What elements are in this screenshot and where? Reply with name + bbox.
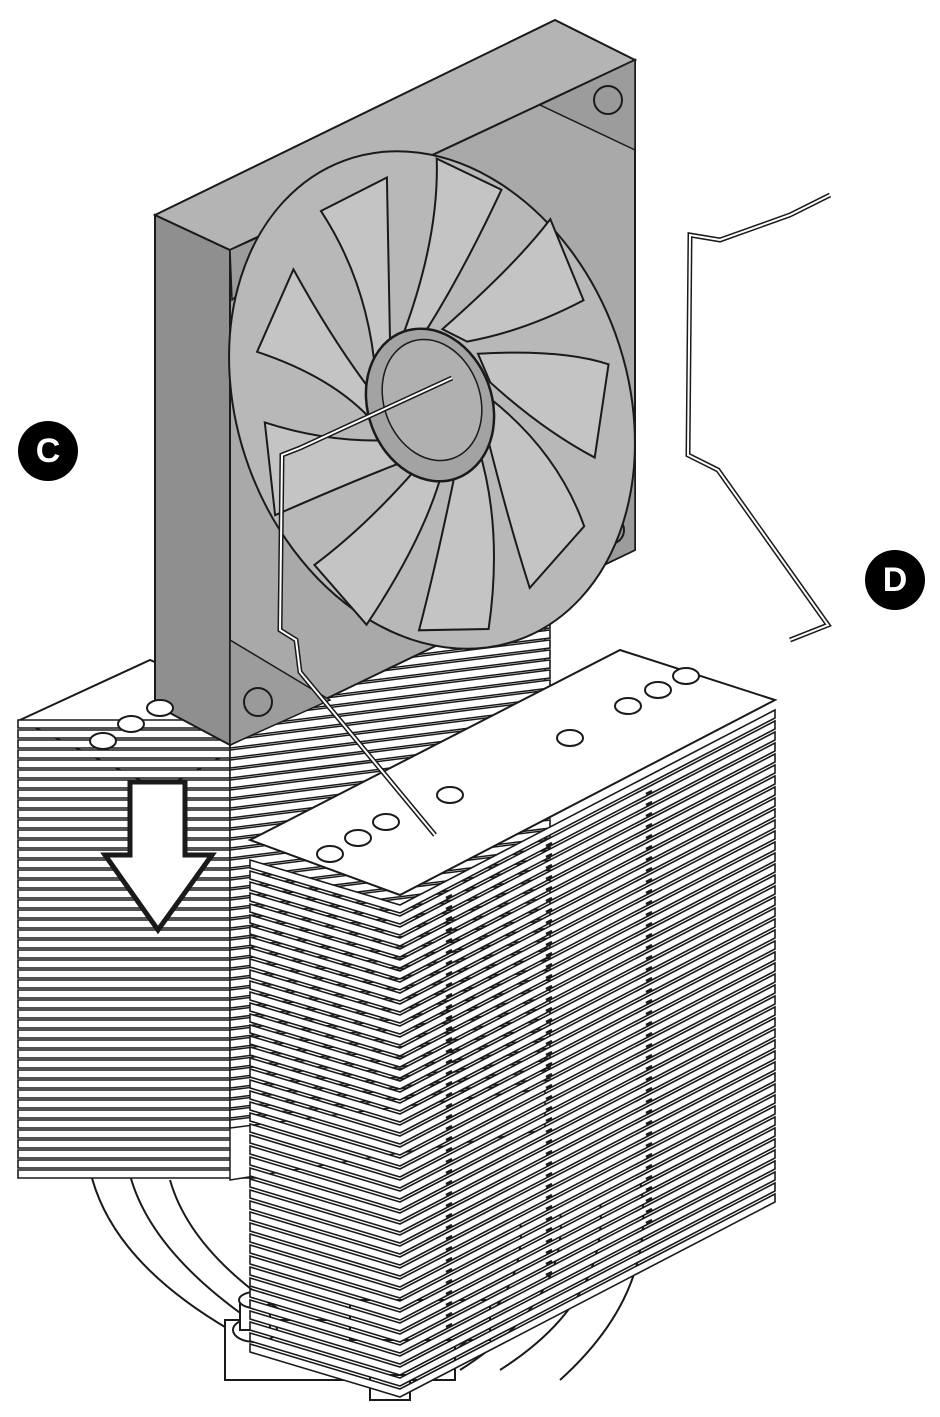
down-arrow-icon	[100, 779, 217, 935]
fan-screw-hole-icon	[243, 687, 273, 717]
fan	[152, 18, 638, 747]
fin-front	[249, 730, 776, 936]
fin-front	[249, 1192, 776, 1398]
fin-front	[249, 961, 776, 1167]
mounting-clip-icon	[685, 192, 832, 643]
fan-blade	[400, 156, 503, 340]
fin-front	[249, 906, 776, 1112]
fan-blade	[440, 217, 585, 343]
heatsink-fins-front	[247, 648, 778, 1398]
fin-front	[249, 917, 776, 1123]
fin-front	[249, 1137, 776, 1343]
fin-front	[249, 1005, 776, 1211]
fan-screw-hole-icon	[593, 85, 623, 115]
fin-front	[249, 1093, 776, 1299]
fin-front	[249, 928, 776, 1134]
fin-front	[249, 983, 776, 1189]
fan-frame-side	[154, 213, 231, 747]
fin-front	[249, 851, 776, 1057]
fan-blade	[255, 267, 377, 428]
callout-c-badge: C	[18, 421, 78, 481]
fin-front	[249, 1082, 776, 1288]
fin-front	[249, 1170, 776, 1376]
fan-blade	[417, 444, 495, 632]
fin-front	[249, 741, 776, 947]
fin-front	[249, 708, 776, 914]
fin-front	[249, 840, 776, 1046]
fin-front	[249, 884, 776, 1090]
fan-blade	[312, 468, 444, 627]
fin-front	[249, 895, 776, 1101]
fin-front	[249, 1115, 776, 1321]
fin-front	[249, 719, 776, 925]
fan-blade	[476, 351, 610, 460]
fin-front	[249, 1060, 776, 1266]
fin-front	[249, 763, 776, 969]
fin-front	[249, 950, 776, 1156]
fin-front	[249, 939, 776, 1145]
fin-front	[249, 1071, 776, 1277]
fan-blades	[255, 156, 610, 632]
fin-front	[249, 1148, 776, 1354]
fin-front	[249, 785, 776, 991]
callout-d-badge: D	[865, 550, 925, 610]
fin-front	[249, 1126, 776, 1332]
fin-front	[249, 796, 776, 1002]
fin-front	[249, 818, 776, 1024]
fin-front	[249, 807, 776, 1013]
fin-front	[249, 862, 776, 1068]
fin-front	[249, 829, 776, 1035]
fin-front	[249, 873, 776, 1079]
fin-front	[249, 1038, 776, 1244]
fan-blade	[263, 420, 404, 517]
fin-front	[249, 994, 776, 1200]
fin-front	[249, 1181, 776, 1387]
fin-front	[249, 1159, 776, 1365]
fan-blade	[319, 175, 392, 379]
fin-front	[249, 1104, 776, 1310]
fin-front	[249, 972, 776, 1178]
fin-front	[249, 1016, 776, 1222]
fan-blade	[485, 398, 586, 590]
fin-front	[249, 1049, 776, 1255]
fin-front	[249, 1027, 776, 1233]
fin-front	[249, 774, 776, 980]
fin-front	[249, 752, 776, 958]
heatpipe-caps	[89, 667, 700, 863]
